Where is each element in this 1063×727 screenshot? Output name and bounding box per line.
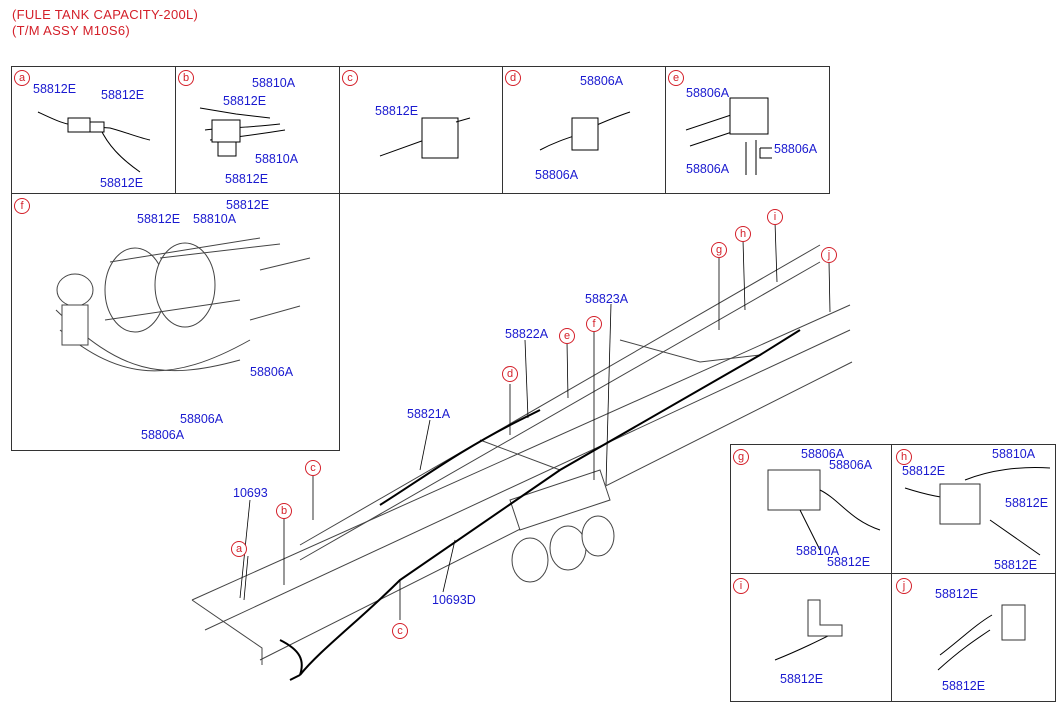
detail-panel-f <box>11 193 340 451</box>
part-label: 58812E <box>935 587 979 601</box>
main-callout: e <box>559 328 575 344</box>
part-label: 58806A <box>829 458 873 472</box>
callout-f: f <box>14 198 30 214</box>
part-label: 58812E <box>902 464 946 478</box>
part-label: 58806A <box>686 162 730 176</box>
callout-j: j <box>896 578 912 594</box>
part-label: 58806A <box>141 428 185 442</box>
main-part-label: 58821A <box>407 407 451 421</box>
detail-panel-row <box>11 66 830 194</box>
callout-e: e <box>668 70 684 86</box>
main-callout: b <box>276 503 292 519</box>
panel-divider-ij <box>730 573 1056 574</box>
part-label: 58812E <box>375 104 419 118</box>
main-part-label: 10693D <box>432 593 476 607</box>
part-label: 58812E <box>223 94 267 108</box>
part-label: 58810A <box>252 76 296 90</box>
part-label: 58812E <box>827 555 871 569</box>
main-callout: f <box>586 316 602 332</box>
panel-divider-c <box>339 66 502 194</box>
part-label: 58806A <box>580 74 624 88</box>
main-callout: h <box>735 226 751 242</box>
panel-divider-b <box>175 66 339 194</box>
part-label: 58812E <box>137 212 181 226</box>
part-label: 58806A <box>535 168 579 182</box>
part-label: 58810A <box>193 212 237 226</box>
part-label: 58810A <box>992 447 1036 461</box>
main-callout: g <box>711 242 727 258</box>
main-callout: d <box>502 366 518 382</box>
main-callout: c <box>392 623 408 639</box>
part-label: 58812E <box>994 558 1038 572</box>
header-line-2: (T/M ASSY M10S6) <box>12 23 130 38</box>
part-label: 58812E <box>226 198 270 212</box>
main-callout: a <box>231 541 247 557</box>
part-label: 58812E <box>780 672 824 686</box>
part-label: 58806A <box>686 86 730 100</box>
part-label: 58812E <box>101 88 145 102</box>
part-label: 58812E <box>942 679 986 693</box>
part-label: 58806A <box>180 412 224 426</box>
part-label: 58806A <box>774 142 818 156</box>
part-label: 58806A <box>250 365 294 379</box>
part-label: 58810A <box>255 152 299 166</box>
panel-divider-d <box>502 66 665 194</box>
main-part-label: 58822A <box>505 327 549 341</box>
header-line-1: (FULE TANK CAPACITY-200L) <box>12 7 199 22</box>
part-label: 58806A <box>801 447 845 461</box>
part-label: 58812E <box>225 172 269 186</box>
part-label: 58812E <box>1005 496 1049 510</box>
callout-d: d <box>505 70 521 86</box>
part-label: 58812E <box>100 176 144 190</box>
callout-a: a <box>14 70 30 86</box>
main-callout: j <box>821 247 837 263</box>
panel-divider-e <box>665 66 830 194</box>
callout-c: c <box>342 70 358 86</box>
main-callout: c <box>305 460 321 476</box>
callout-h: h <box>896 449 912 465</box>
main-part-label: 58823A <box>585 292 629 306</box>
part-label: 58812E <box>33 82 77 96</box>
callout-b: b <box>178 70 194 86</box>
callout-g: g <box>733 449 749 465</box>
callout-i: i <box>733 578 749 594</box>
part-label: 58810A <box>796 544 840 558</box>
main-callout: i <box>767 209 783 225</box>
main-part-label: 10693 <box>233 486 268 500</box>
